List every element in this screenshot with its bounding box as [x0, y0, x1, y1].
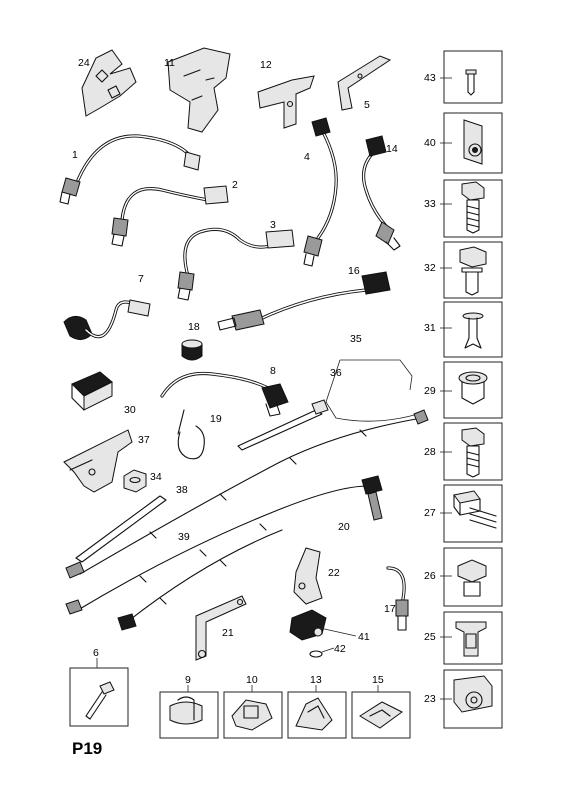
- label-2: 2: [232, 179, 238, 191]
- part-19-tie: [177, 409, 205, 460]
- label-34: 34: [150, 471, 162, 483]
- part-21-bracket: [195, 595, 247, 661]
- part-42-washer: [309, 647, 335, 658]
- part-38-tie: [75, 495, 167, 563]
- part-5-bracket: [337, 55, 392, 111]
- label-19: 19: [210, 413, 222, 425]
- label-7: 7: [138, 273, 144, 285]
- part-31-box: [440, 301, 503, 358]
- label-39: 39: [178, 531, 190, 543]
- label-26: 26: [424, 570, 436, 582]
- part-7-cable: [63, 299, 151, 340]
- label-11: 11: [164, 57, 175, 69]
- label-1: 1: [72, 149, 78, 161]
- part-39b-sensor-wire: [117, 529, 283, 631]
- label-41: 41: [358, 631, 370, 643]
- part-18-grommet: [181, 339, 203, 361]
- label-27: 27: [424, 507, 436, 519]
- label-15: 15: [372, 674, 384, 686]
- part-9-box: [159, 685, 219, 739]
- part-13-box: [287, 685, 347, 739]
- label-28: 28: [424, 446, 436, 458]
- label-32: 32: [424, 262, 436, 274]
- part-16-sensor: [217, 271, 391, 331]
- part-26-box: [440, 547, 503, 607]
- label-13: 13: [310, 674, 322, 686]
- label-17: 17: [384, 603, 396, 615]
- label-43: 43: [424, 72, 436, 84]
- label-18: 18: [188, 321, 200, 333]
- label-16: 16: [348, 265, 360, 277]
- label-8: 8: [270, 365, 276, 377]
- part-8-sensor: [160, 371, 289, 417]
- part-27-box: [440, 484, 503, 543]
- label-38: 38: [176, 484, 188, 496]
- part-30-sensor: [71, 371, 113, 411]
- label-24: 24: [78, 57, 90, 69]
- part-33-box: [440, 179, 503, 238]
- part-41-sensor: [289, 609, 357, 641]
- label-22: 22: [328, 567, 340, 579]
- part-11-bracket: [167, 47, 231, 133]
- part-4-sensor: [303, 117, 338, 267]
- part-35-sensor-cable: [325, 359, 419, 422]
- part-12-bracket: [257, 75, 315, 129]
- part-23-box: [440, 669, 503, 729]
- part-28-box: [440, 422, 503, 481]
- part-39-sensor-wire: [65, 409, 429, 579]
- part-22-bracket: [293, 547, 323, 605]
- part-24-bracket: [81, 49, 137, 117]
- part-6-box: [69, 658, 129, 727]
- label-6: 6: [93, 647, 99, 659]
- label-37: 37: [138, 434, 150, 446]
- label-10: 10: [246, 674, 258, 686]
- label-3: 3: [270, 219, 276, 231]
- label-9: 9: [185, 674, 191, 686]
- part-15-box: [351, 685, 411, 739]
- label-33: 33: [424, 198, 436, 210]
- label-20: 20: [338, 521, 350, 533]
- label-5: 5: [364, 99, 370, 111]
- label-23: 23: [424, 693, 436, 705]
- label-4: 4: [304, 151, 310, 163]
- label-14: 14: [386, 143, 398, 155]
- label-21: 21: [222, 627, 234, 639]
- label-31: 31: [424, 322, 436, 334]
- part-37-bracket: [63, 429, 133, 493]
- part-36-cable-tie: [237, 399, 329, 451]
- part-2-sensor: [111, 185, 229, 247]
- label-40: 40: [424, 137, 436, 149]
- part-34-nut: [123, 469, 147, 493]
- part-1-sensor: [59, 134, 201, 205]
- part-3-sensor: [177, 227, 295, 301]
- label-29: 29: [424, 385, 436, 397]
- label-42: 42: [334, 643, 346, 655]
- part-17-sensor: [386, 566, 409, 631]
- part-14-sensor: [362, 135, 401, 251]
- part-32-box: [440, 241, 503, 299]
- label-30: 30: [124, 404, 136, 416]
- part-43-box: [440, 50, 503, 104]
- page-code: P19: [72, 739, 102, 758]
- label-25: 25: [424, 631, 436, 643]
- label-35: 35: [350, 333, 362, 345]
- part-10-box: [223, 685, 283, 739]
- label-12: 12: [260, 59, 272, 71]
- part-20-sensor-wire: [65, 475, 383, 615]
- part-40-box: [440, 112, 503, 174]
- label-36: 36: [330, 367, 342, 379]
- part-25-box: [440, 611, 503, 665]
- part-29-box: [440, 361, 503, 419]
